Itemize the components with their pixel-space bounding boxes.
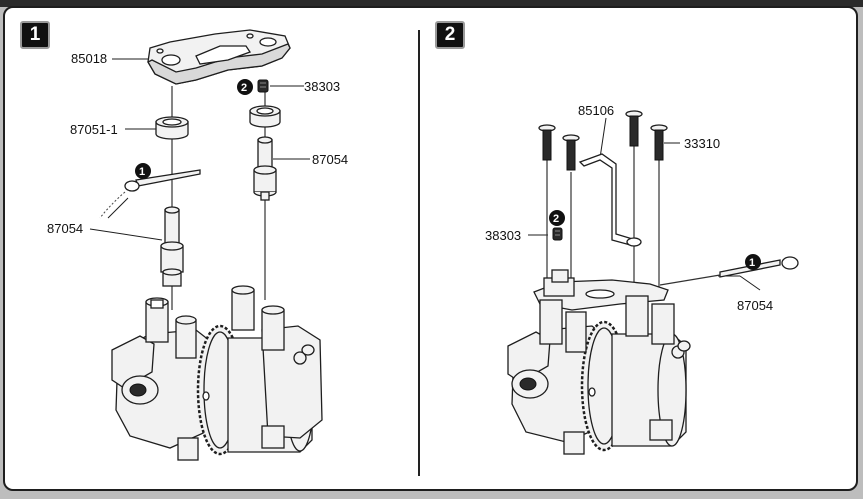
bushing-right: [249, 105, 281, 128]
label-85018: 85018: [71, 51, 108, 66]
step-divider: [418, 30, 420, 476]
label-85106: 85106: [578, 103, 615, 118]
step-1-badge: 1: [20, 21, 50, 49]
rod-87054: [659, 256, 799, 286]
label-33310: 33310: [684, 136, 721, 151]
label-38303-panel1: 38303: [304, 79, 341, 94]
shaft-87054-right: [253, 136, 277, 201]
label-87054-right: 87054: [312, 152, 349, 167]
gearbox-assembly-2: [507, 269, 691, 455]
svg-text:2: 2: [553, 213, 559, 225]
hook-rod: [99, 169, 201, 219]
callout-1-panel2: 1: [745, 254, 761, 270]
top-bar: [0, 0, 863, 7]
bushing-87051-1: [155, 116, 189, 140]
wire-85106: [578, 153, 642, 247]
svg-text:1: 1: [749, 257, 755, 269]
cap-screw-38303: [257, 79, 269, 93]
svg-text:1: 1: [139, 166, 145, 178]
gearbox-assembly-1: [111, 285, 323, 461]
panel-2-parts: 2 1: [507, 110, 799, 455]
step-2-badge: 2: [435, 21, 465, 49]
label-87054-left: 87054: [47, 221, 84, 236]
label-38303-panel2: 38303: [485, 228, 522, 243]
screws-33310: [538, 110, 668, 171]
panel-1-parts: 2 1: [89, 29, 323, 461]
callout-1-panel1: 1: [135, 163, 151, 179]
cap-screw-38303-panel2: [552, 227, 563, 241]
callout-2-panel2: 2: [549, 210, 565, 226]
svg-text:2: 2: [241, 82, 247, 94]
shaft-87054-left: [160, 206, 184, 287]
label-87054-panel2: 87054: [737, 298, 774, 313]
plate-85018: [147, 29, 291, 85]
callout-2-panel1: 2: [237, 79, 253, 95]
label-87051-1: 87051-1: [70, 122, 118, 137]
